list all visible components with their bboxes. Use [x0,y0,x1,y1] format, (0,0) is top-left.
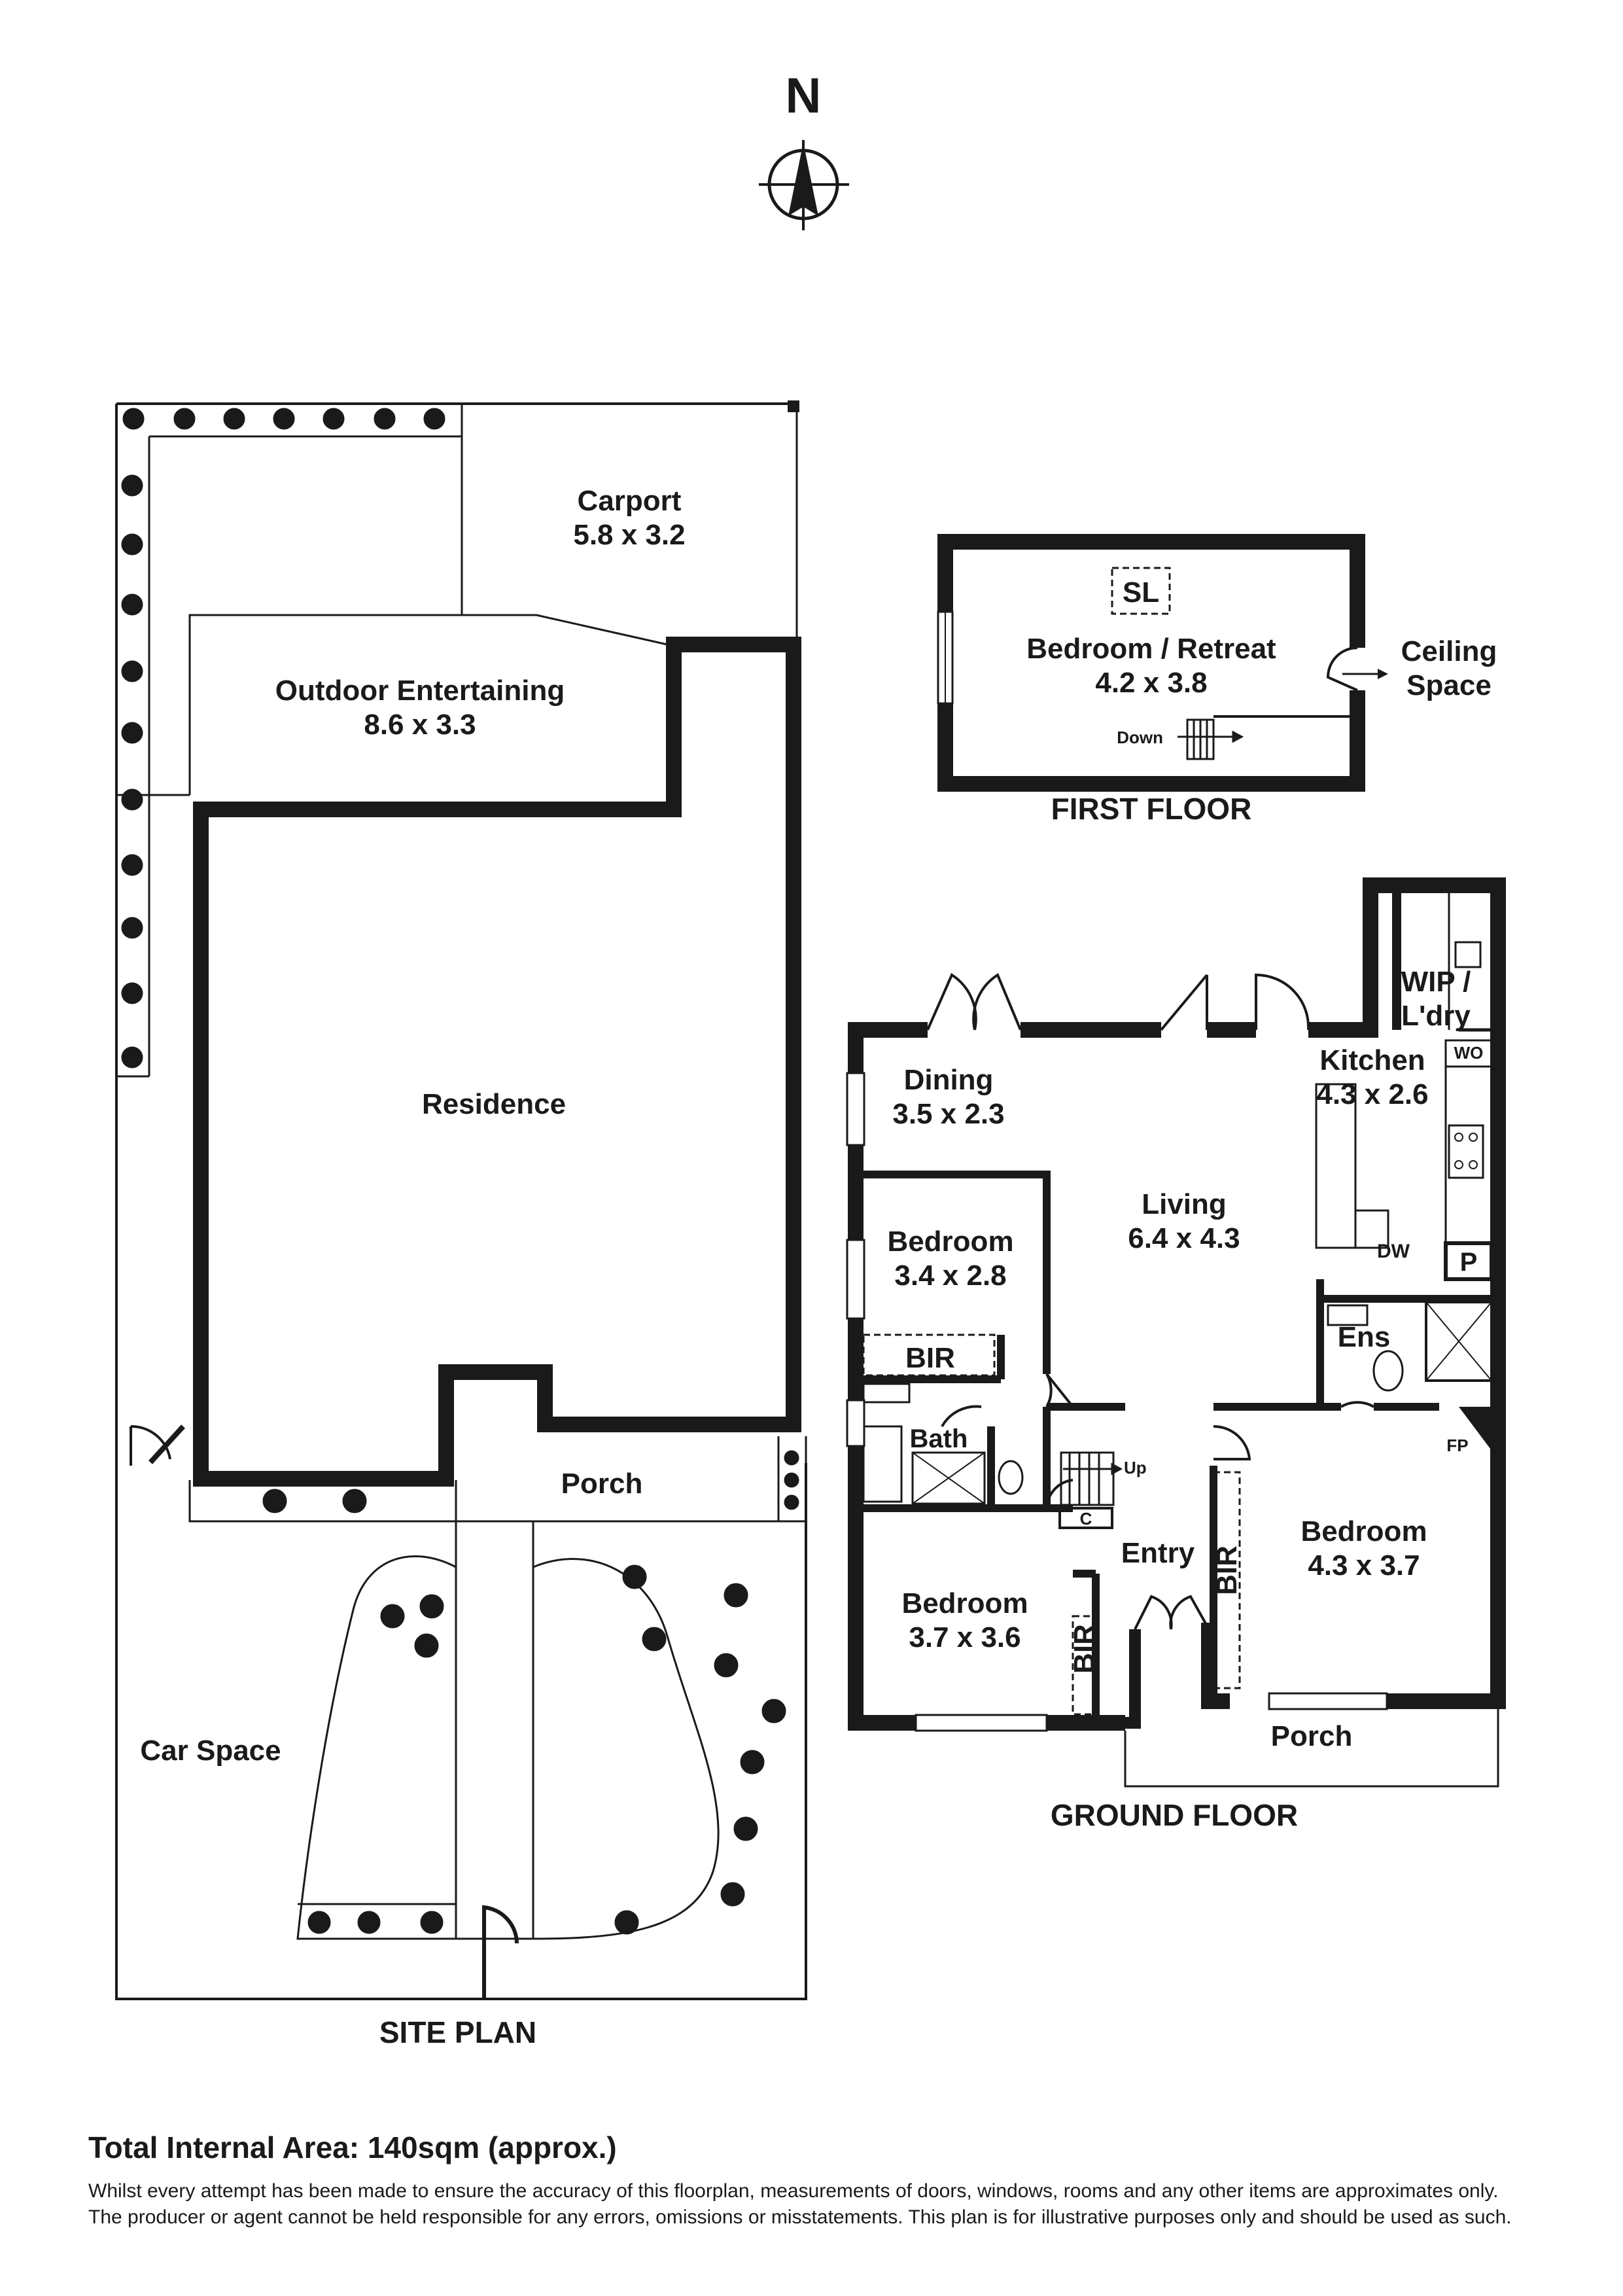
dining-name: Dining [904,1064,994,1096]
outdoor-entertaining-name: Outdoor Entertaining [275,675,565,707]
kitchen-name: Kitchen [1319,1044,1425,1076]
retreat-name: Bedroom / Retreat [1026,633,1276,665]
dining-size: 3.5 x 2.3 [892,1098,1004,1130]
outdoor-entertaining-size: 8.6 x 3.3 [364,709,476,741]
wip-line1: WIP / [1401,966,1471,998]
ground-floor-title: GROUND FLOOR [1051,1798,1298,1832]
skylight-label: SL [1123,576,1159,609]
entry-label: Entry [1121,1537,1195,1569]
disclaimer-line2: The producer or agent cannot be held res… [88,2206,1512,2228]
stairs-up-label: Up [1124,1458,1147,1477]
ensuite-label: Ens [1338,1321,1391,1353]
living-name: Living [1142,1188,1227,1220]
bir-left-label: BIR [905,1342,955,1374]
bedroom2-size: 3.4 x 2.8 [894,1260,1006,1292]
site-plan [115,400,807,2000]
ground-floor-labels: Dining 3.5 x 2.3 Living 6.4 x 4.3 Kitche… [887,966,1483,1832]
stairs-down-label: Down [1117,728,1163,747]
shrub-icons [121,408,799,1935]
disclaimer-line1: Whilst every attempt has been made to en… [88,2180,1499,2202]
wip-line2: L'dry [1401,1000,1471,1032]
first-floor-labels: SL Bedroom / Retreat 4.2 x 3.8 Ceiling S… [1026,576,1497,826]
first-floor-title: FIRST FLOOR [1051,792,1252,826]
total-area: Total Internal Area: 140sqm (approx.) [88,2130,617,2164]
master-bedroom-name: Bedroom [1300,1515,1427,1547]
fireplace-label: FP [1446,1436,1468,1455]
wall-oven-label: WO [1454,1043,1484,1063]
master-bedroom-size: 4.3 x 3.7 [1308,1549,1420,1581]
compass-north-label: N [786,68,822,124]
site-porch-name: Porch [561,1468,643,1500]
ground-floor-plan [846,877,1506,1788]
pantry-label: P [1460,1248,1478,1277]
ceiling-space-line1: Ceiling [1401,635,1497,667]
north-compass: N [759,68,849,230]
bath-label: Bath [910,1424,968,1453]
bedroom3-size: 3.7 x 3.6 [909,1621,1021,1653]
carport-size: 5.8 x 3.2 [573,519,685,551]
living-size: 6.4 x 4.3 [1128,1222,1240,1254]
bir-bed3-label: BIR [1068,1624,1100,1674]
first-floor-plan [937,534,1388,792]
site-plan-labels: Carport 5.8 x 3.2 Outdoor Entertaining 8… [140,485,685,2049]
retreat-size: 4.2 x 3.8 [1095,667,1207,699]
dishwasher-label: DW [1377,1241,1410,1262]
bir-mid-label: BIR [1211,1545,1243,1595]
site-plan-title: SITE PLAN [379,2015,536,2049]
kitchen-size: 4.3 x 2.6 [1316,1078,1428,1110]
car-space-name: Car Space [140,1735,281,1767]
carport-name: Carport [578,485,682,517]
bedroom2-name: Bedroom [887,1226,1013,1258]
bedroom3-name: Bedroom [901,1587,1028,1619]
ceiling-space-line2: Space [1406,669,1492,701]
cupboard-label: C [1080,1509,1092,1528]
front-porch-label: Porch [1271,1720,1353,1752]
residence-name: Residence [422,1088,566,1120]
